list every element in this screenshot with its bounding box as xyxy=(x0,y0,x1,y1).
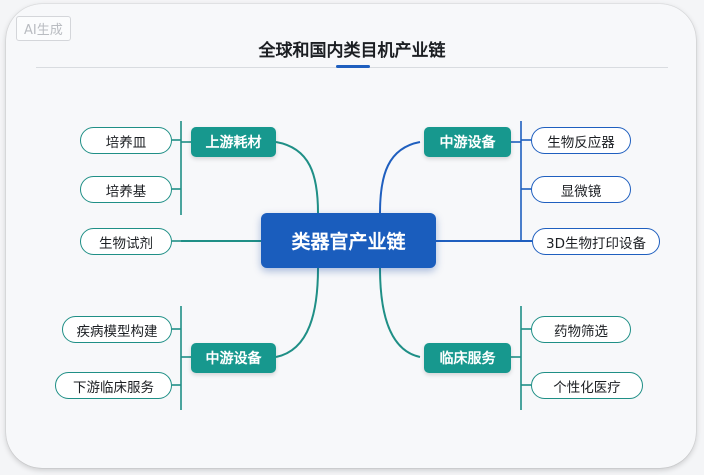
ai-generated-watermark: AI生成 xyxy=(16,16,71,41)
leaf-culture-medium: 培养基 xyxy=(80,176,172,203)
leaf-bio-reagents: 生物试剂 xyxy=(80,228,172,255)
category-upstream-consumables: 上游耗材 xyxy=(191,127,276,157)
leaf-drug-screening: 药物筛选 xyxy=(531,316,631,343)
leaf-personalized-medicine: 个性化医疗 xyxy=(531,372,643,399)
leaf-disease-model: 疾病模型构建 xyxy=(62,316,172,343)
connector-center-bottom-left xyxy=(275,267,319,358)
connector-center-top-left xyxy=(275,141,319,214)
center-node: 类器官产业链 xyxy=(261,213,436,268)
connector-center-bottom-right xyxy=(379,267,421,358)
leaf-microscope: 显微镜 xyxy=(531,176,631,203)
title-divider-accent xyxy=(336,65,370,68)
leaf-bioreactor: 生物反应器 xyxy=(531,127,631,154)
page-title: 全球和国内类目机产业链 xyxy=(258,41,446,61)
leaf-petri-dish: 培养皿 xyxy=(80,127,172,154)
category-midstream-equipment-top: 中游设备 xyxy=(424,127,511,157)
connector-center-top-right xyxy=(379,141,421,214)
category-clinical-services: 临床服务 xyxy=(424,343,511,373)
category-midstream-equipment-bottom: 中游设备 xyxy=(191,343,276,373)
leaf-downstream-clinical: 下游临床服务 xyxy=(55,372,172,399)
leaf-3d-bioprinter: 3D生物打印设备 xyxy=(532,228,660,255)
